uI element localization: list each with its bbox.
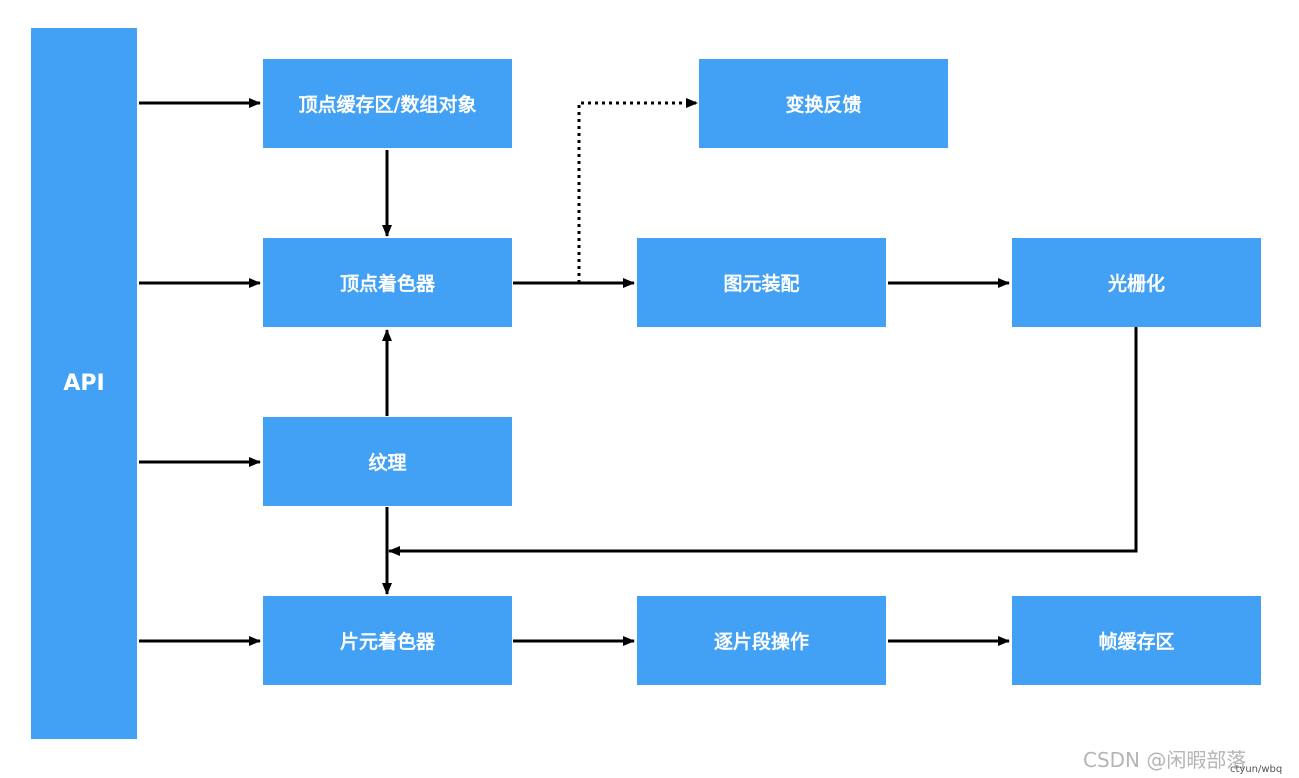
edge-rast-to-fs [388, 321, 1138, 556]
node-vertex-shader: 顶点着色器 [263, 238, 512, 327]
watermark: CSDN @闲暇部落 [1083, 748, 1247, 772]
node-transform-feedback: 变换反馈 [699, 59, 948, 148]
node-fragment-shader: 片元着色器 [263, 596, 512, 685]
node-per-fragment-operations: 逐片段操作 [637, 596, 886, 685]
node-rasterization: 光栅化 [1012, 238, 1261, 327]
node-primitive-assembly: 图元装配 [637, 238, 886, 327]
node-texture: 纹理 [263, 417, 512, 506]
watermark-sub: ctyun/wbq [1230, 764, 1283, 775]
node-frame-buffer: 帧缓存区 [1012, 596, 1261, 685]
node-vertex-buffer-array: 顶点缓存区/数组对象 [263, 59, 512, 148]
node-api: API [31, 28, 137, 739]
